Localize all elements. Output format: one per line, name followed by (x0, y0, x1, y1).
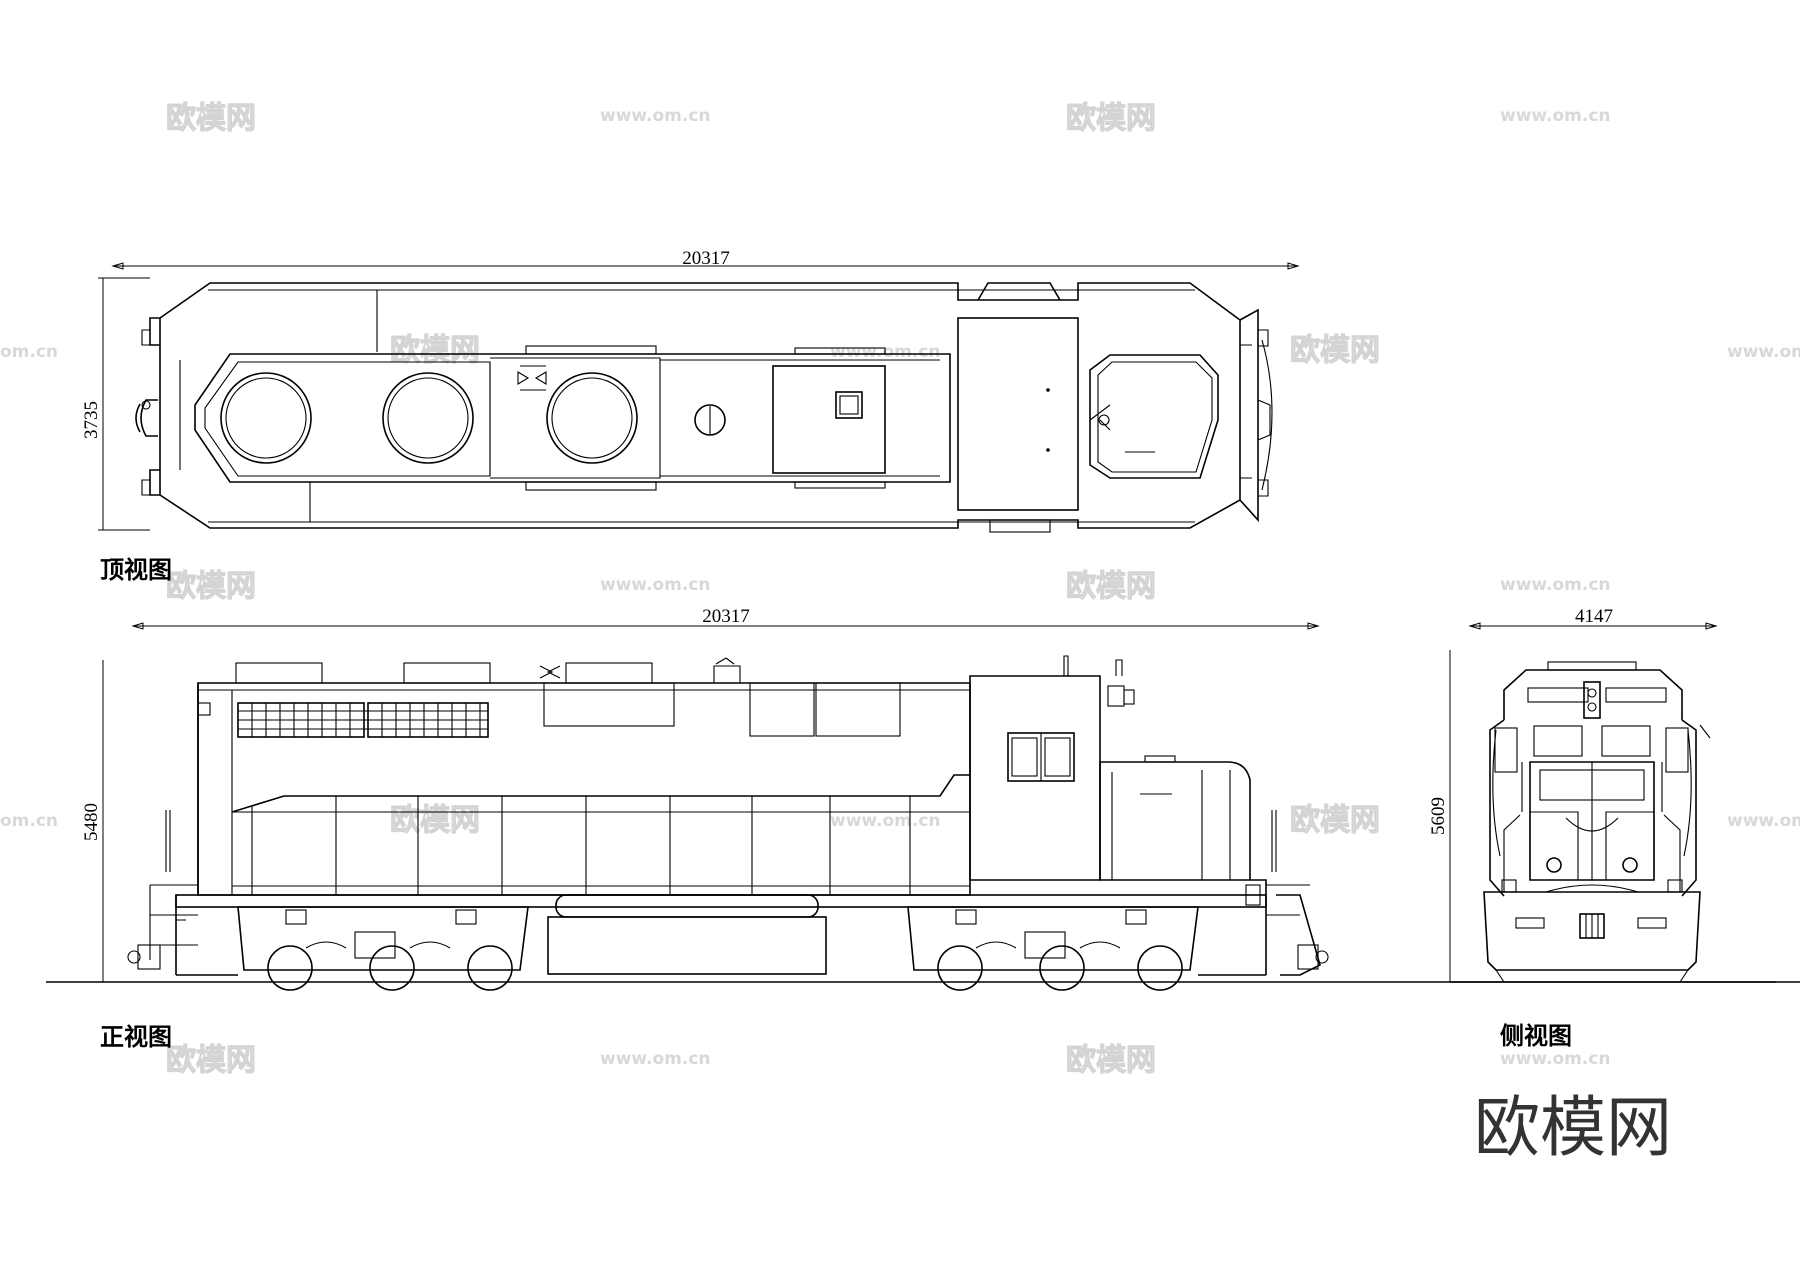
watermark-url: www.om.cn (830, 811, 941, 831)
front-view-height-dimension: 5480 (81, 660, 104, 982)
front-view-label-group: 正视图 (100, 1023, 172, 1051)
watermark-layer: 欧模网 www.om.cn 欧模网 www.om.cn om.cn 欧模网 ww… (0, 100, 1800, 1078)
radiator-fan (220, 372, 312, 464)
top-view-length-dimension: 20317 (111, 248, 1300, 270)
watermark-brand: 欧模网 (390, 333, 480, 368)
side-view-label-group: 侧视图 (1500, 1022, 1572, 1050)
watermark-brand: 欧模网 (1066, 1043, 1156, 1078)
top-view-label-group: 顶视图 (100, 556, 172, 584)
watermark-url: www.om.cn (1500, 106, 1611, 126)
rear-truck (237, 906, 529, 991)
radiator-fan (546, 372, 638, 464)
watermark-url-fragment: om.cn (0, 811, 58, 831)
watermark-brand: 欧模网 (166, 101, 256, 136)
side-view-height-value: 5609 (1428, 797, 1449, 835)
front-view-length-value: 20317 (702, 606, 750, 627)
front-truck (907, 906, 1199, 991)
watermark-url: www.om.cn (600, 106, 711, 126)
top-view-width-dimension: 3735 (81, 277, 150, 531)
watermark-brand: 欧模网 (166, 569, 256, 604)
watermark-brand: 欧模网 (1066, 101, 1156, 136)
watermark-brand: 欧模网 (1290, 333, 1380, 368)
side-view-height-dimension: 5609 (1428, 650, 1451, 982)
top-view-length-value: 20317 (682, 248, 730, 269)
side-view-label: 侧视图 (1500, 1022, 1572, 1050)
radiator-grille (237, 702, 489, 738)
watermark-url: www.om.cn (1500, 1049, 1611, 1069)
front-view-height-value: 5480 (81, 803, 102, 841)
watermark-url: www.om.cn (1727, 811, 1800, 831)
top-view-width-value: 3735 (81, 401, 102, 439)
watermark-url: www.om.cn (1500, 575, 1611, 595)
watermark-url: www.om.cn (600, 1049, 711, 1069)
watermark-brand: 欧模网 (1290, 803, 1380, 838)
front-view-label: 正视图 (100, 1023, 172, 1051)
side-view-width-value: 4147 (1575, 606, 1613, 627)
front-view: 20317 5480 (46, 606, 1800, 991)
watermark-brand: 欧模网 (166, 1043, 256, 1078)
watermark-brand: 欧模网 (390, 803, 480, 838)
top-view: 20317 3735 (81, 248, 1300, 533)
side-view: 4147 5609 (1428, 606, 1776, 983)
radiator-fan (382, 372, 474, 464)
front-view-length-dimension: 20317 (131, 606, 1320, 630)
brand-logo: 欧模网 (1474, 1089, 1672, 1166)
watermark-url: www.om.cn (600, 575, 711, 595)
watermark-brand: 欧模网 (1066, 569, 1156, 604)
side-view-width-dimension: 4147 (1468, 606, 1718, 630)
watermark-url: www.om.cn (1727, 342, 1800, 362)
top-view-label: 顶视图 (100, 556, 172, 584)
watermark-url-fragment: om.cn (0, 342, 58, 362)
